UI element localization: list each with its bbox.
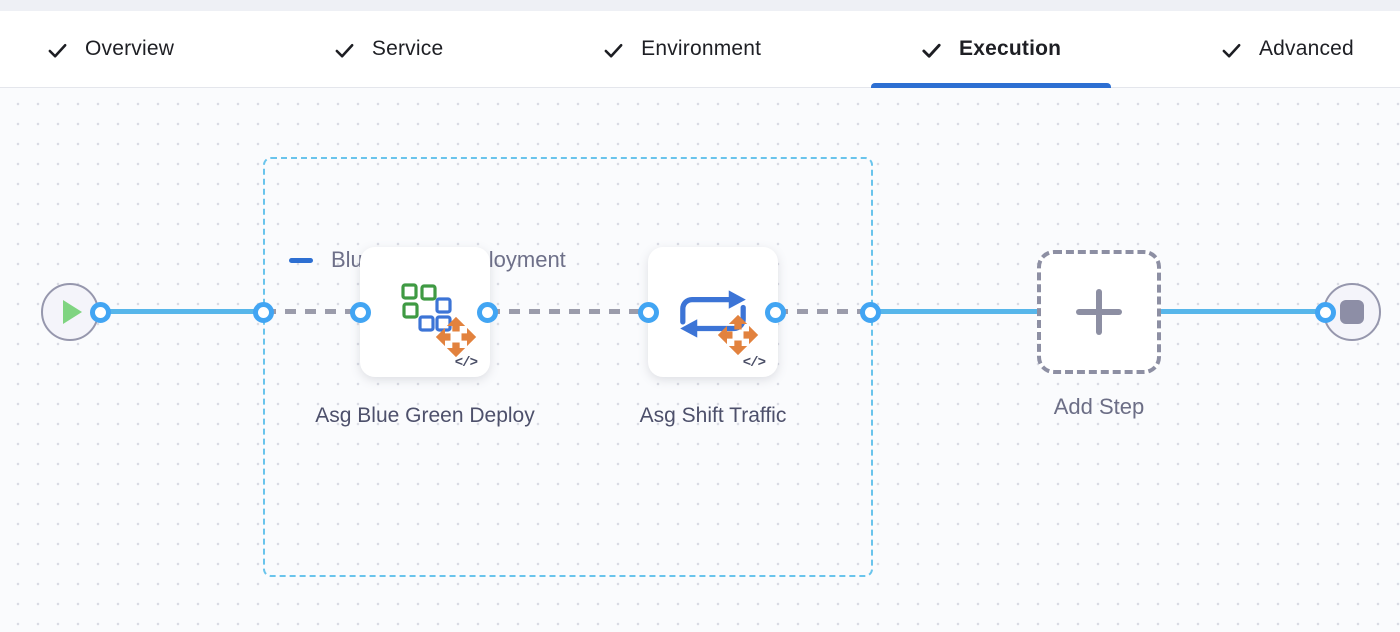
port-step2-out[interactable] xyxy=(765,302,786,323)
step-node-asg-shift-traffic[interactable]: </> xyxy=(648,247,778,377)
window-top-strip xyxy=(0,0,1400,11)
minus-icon[interactable] xyxy=(289,257,313,263)
port-group-out[interactable] xyxy=(860,302,881,323)
port-step2-in[interactable] xyxy=(638,302,659,323)
tab-label: Execution xyxy=(959,37,1062,60)
pipeline-end-node[interactable] xyxy=(1323,283,1381,341)
edge-group-to-step1 xyxy=(265,309,361,314)
stage-group-blue-green-deployment: Blue Green Deployment xyxy=(263,157,873,577)
port-start-out[interactable] xyxy=(90,302,111,323)
tab-label: Environment xyxy=(641,37,762,60)
step-label-asg-blue-green-deploy: Asg Blue Green Deploy xyxy=(315,404,535,427)
play-icon xyxy=(63,300,82,324)
step-label-asg-shift-traffic: Asg Shift Traffic xyxy=(639,404,787,427)
move-arrows-icon xyxy=(435,316,477,358)
tab-execution[interactable]: Execution xyxy=(870,11,1111,88)
check-icon xyxy=(333,39,356,62)
edge-step1-to-step2 xyxy=(489,309,649,314)
wizard-tab-bar: Overview Service Environment Execution A… xyxy=(0,11,1400,88)
pipeline-start-node[interactable] xyxy=(41,283,99,341)
check-icon xyxy=(602,39,625,62)
active-tab-underline xyxy=(870,83,1111,88)
code-icon: </> xyxy=(742,355,766,371)
plus-icon xyxy=(1076,289,1122,335)
tab-overview[interactable]: Overview xyxy=(46,11,174,87)
edge-addstep-to-end xyxy=(1159,309,1326,314)
add-step-label: Add Step xyxy=(1053,394,1145,419)
tab-label: Service xyxy=(371,37,444,60)
port-end-in[interactable] xyxy=(1315,302,1336,323)
code-icon: </> xyxy=(454,355,478,371)
pipeline-canvas[interactable]: Blue Green Deployment </> xyxy=(0,88,1400,631)
port-group-in[interactable] xyxy=(253,302,274,323)
edge-start-to-group xyxy=(100,309,265,314)
stop-icon xyxy=(1340,300,1364,324)
edge-group-to-addstep xyxy=(871,309,1039,314)
tab-label: Overview xyxy=(85,37,175,60)
check-icon xyxy=(46,39,69,62)
check-icon xyxy=(1220,39,1243,62)
edge-step2-to-group-exit xyxy=(777,309,871,314)
tab-service[interactable]: Service xyxy=(333,11,443,87)
port-step1-in[interactable] xyxy=(350,302,371,323)
check-icon xyxy=(920,39,943,62)
move-arrows-icon xyxy=(717,314,759,356)
tab-label: Advanced xyxy=(1258,37,1354,60)
tab-advanced[interactable]: Advanced xyxy=(1220,11,1354,87)
tab-environment[interactable]: Environment xyxy=(602,11,761,87)
step-node-asg-blue-green-deploy[interactable]: </> xyxy=(360,247,490,377)
port-step1-out[interactable] xyxy=(477,302,498,323)
add-step-button[interactable] xyxy=(1037,250,1161,374)
